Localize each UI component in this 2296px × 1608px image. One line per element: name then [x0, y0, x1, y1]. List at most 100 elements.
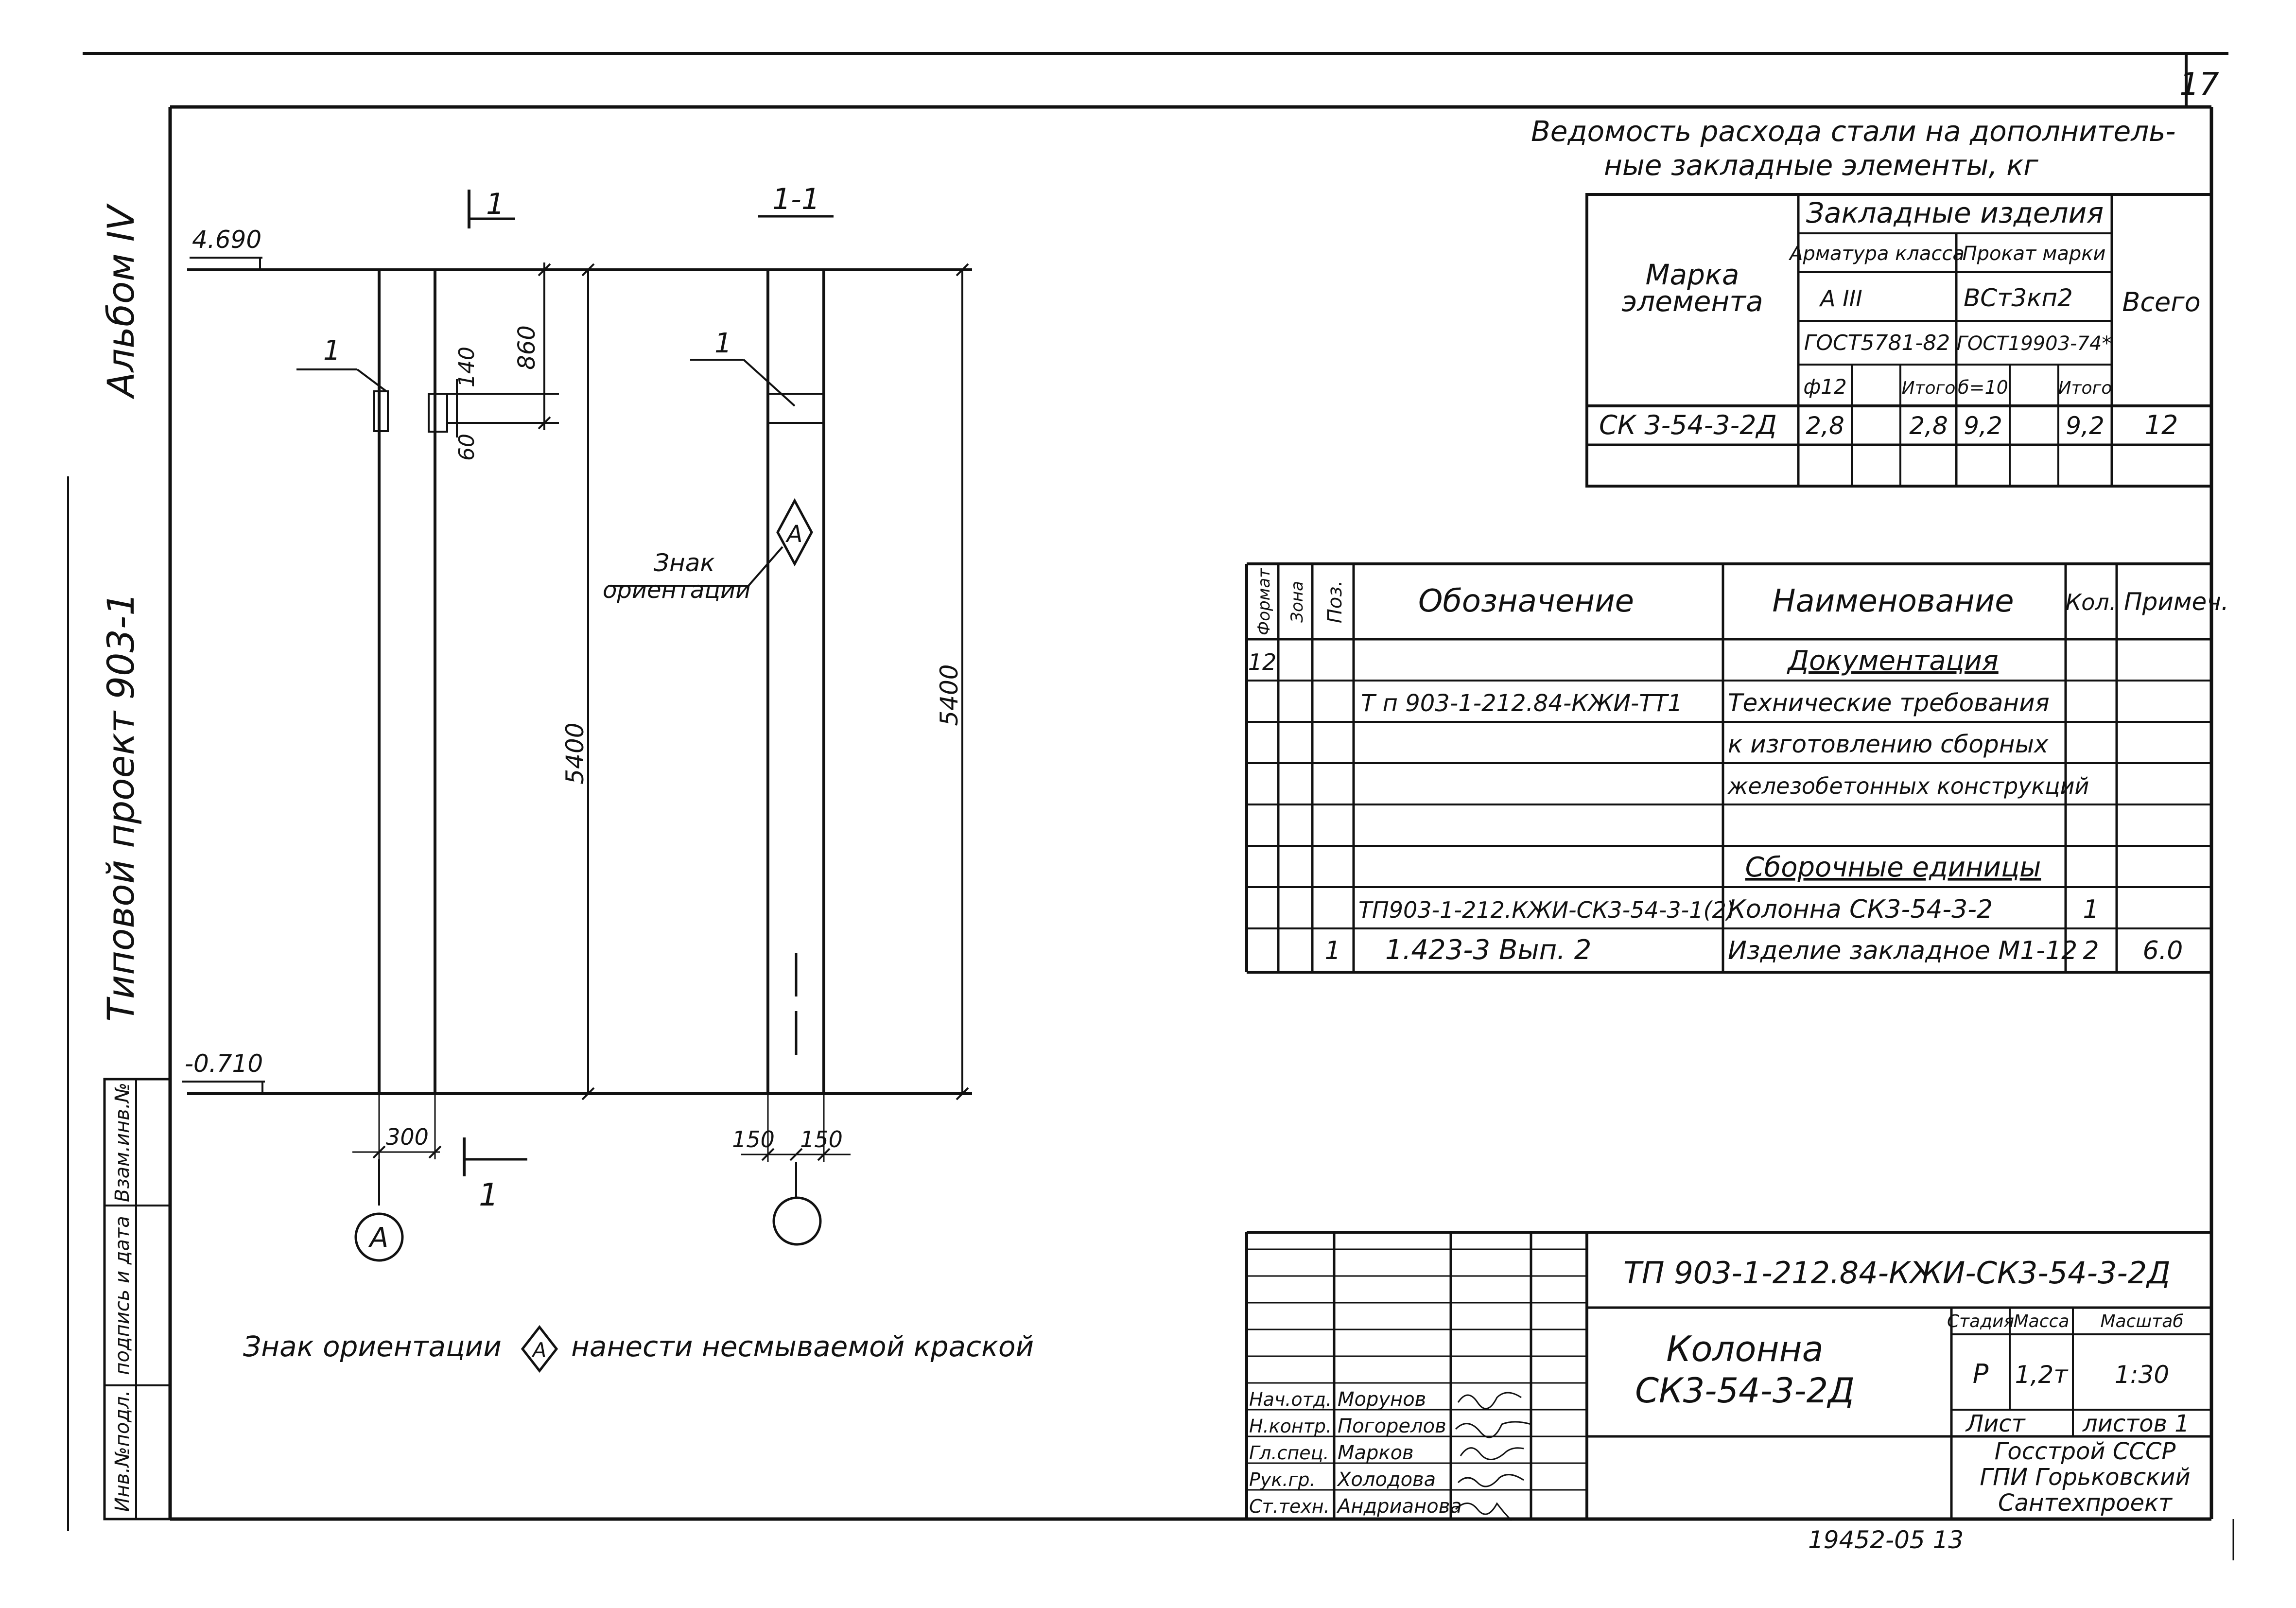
mass-value: 1,2т — [2015, 1361, 2069, 1389]
note-orientation-letter: А — [531, 1338, 547, 1362]
orientation-note: Знак ориентации А нанести несмываемой кр… — [243, 1325, 1034, 1373]
header-format: Формат — [1254, 568, 1274, 635]
dimension-60: 60 — [454, 434, 479, 461]
col-total: Всего — [2122, 287, 2200, 317]
header-pos: Поз. — [1324, 580, 1346, 624]
staff-role-chief: Гл.спец. — [1249, 1442, 1329, 1464]
section-title: 1-1 — [772, 182, 820, 216]
note-text-2: нанести несмываемой краской — [571, 1330, 1034, 1363]
dimension-150-left: 150 — [732, 1126, 775, 1153]
staff-role-norm: Н.контр. — [1249, 1416, 1332, 1437]
rebar-gost: ГОСТ5781-82 — [1804, 331, 1950, 355]
column-section-view: 1-1 1 А Знак ориентации 5400 150 150 — [603, 182, 970, 1246]
scale-value: 1:30 — [2115, 1361, 2169, 1389]
row-name-assemblies: Сборочные единицы — [1745, 852, 2041, 883]
column-elevation-view: 4.690 -0.710 1 860 140 60 5400 1 1 — [182, 187, 972, 1262]
title-name-1: Колонна — [1666, 1328, 1824, 1369]
steel-table-title-2: ные закладные элементы, кг — [1604, 149, 2038, 182]
col-sum2: Итого — [2058, 378, 2112, 398]
row-designation-embedded: 1.423-3 Вып. 2 — [1385, 934, 1591, 966]
axis-label-a: А — [368, 1222, 388, 1254]
elevation-bottom: -0.710 — [185, 1049, 263, 1078]
header-designation: Обозначение — [1418, 583, 1634, 619]
header-note: Примеч. — [2124, 588, 2229, 616]
row-qty-column: 1 — [2083, 895, 2099, 924]
specification-table: Формат Зона Поз. Обозначение Наименовани… — [1245, 562, 2229, 974]
staff-name-norm: Погорелов — [1338, 1415, 1446, 1437]
replacement-label: Взам.инв.№ — [111, 1083, 134, 1202]
axis-marker-a — [354, 1212, 404, 1262]
staff-name-head: Морунов — [1338, 1388, 1426, 1411]
handwritten-signatures — [1455, 1392, 1531, 1521]
header-name: Наименование — [1772, 583, 2014, 619]
orientation-label-1: Знак — [654, 549, 715, 577]
callout-1-front: 1 — [323, 335, 341, 367]
page-number: 17 — [2179, 67, 2219, 103]
row-name-manufacture: к изготовлению сборных — [1728, 730, 2049, 758]
note-orientation-mark — [521, 1325, 558, 1373]
sub-rolled: Прокат марки — [1963, 243, 2106, 265]
stage-value: Р — [1973, 1359, 1989, 1389]
header-stage: Стадия — [1947, 1311, 2014, 1331]
sub-rebar: Арматура класса — [1788, 243, 1965, 265]
dimension-5400-left: 5400 — [561, 722, 589, 784]
staff-role-group: Рук.гр. — [1249, 1469, 1316, 1490]
header-zone: Зона — [1287, 581, 1307, 623]
section-mark-top: 1 — [486, 187, 504, 221]
org-line-2: ГПИ Горьковский — [1980, 1464, 2190, 1491]
row-total: 12 — [2145, 410, 2178, 440]
embedded-plate-side — [373, 390, 389, 432]
orientation-mark — [776, 498, 813, 567]
archive-number: 19452-05 13 — [1808, 1526, 1964, 1554]
col-mark-2: элемента — [1621, 285, 1763, 318]
header-qty: Кол. — [2066, 589, 2117, 615]
dimension-140: 140 — [454, 347, 479, 387]
side-stamp: Инв.№подл. подпись и дата Взам.инв.№ — [103, 1078, 172, 1521]
orientation-mark-letter: А — [785, 521, 803, 548]
note-text-1: Знак ориентации — [243, 1330, 502, 1363]
steel-table-title-1: Ведомость расхода стали на дополнитель- — [1531, 115, 2175, 148]
row-designation-column: ТП903-1-212.КЖИ-СК3-54-3-1(2) — [1358, 897, 1735, 923]
project-label: Типовой проект 903-1 — [99, 592, 142, 1021]
rolled-grade: ВСт3кп2 — [1964, 284, 2073, 312]
dimension-150-right: 150 — [800, 1126, 843, 1153]
callout-1-section: 1 — [714, 328, 732, 359]
row-name-tech-req: Технические требования — [1728, 689, 2050, 717]
col-d12: ф12 — [1803, 375, 1846, 399]
dimension-860: 860 — [513, 325, 540, 370]
column-side — [766, 268, 825, 1095]
row-name-embedded: Изделие закладное М1-12 — [1728, 936, 2077, 965]
row-d12: 2,8 — [1806, 412, 1844, 440]
elevation-top: 4.690 — [192, 226, 261, 254]
row-pos-embedded: 1 — [1324, 936, 1340, 965]
row-name-structures: железобетонных конструкций — [1727, 773, 2089, 799]
signature-date-label: подпись и дата — [111, 1216, 134, 1375]
dimension-300: 300 — [386, 1124, 429, 1150]
row-format: 12 — [1248, 649, 1277, 675]
row-designation-tt1: Т п 903-1-212.84-КЖИ-ТТ1 — [1361, 690, 1682, 717]
axis-marker-blank — [772, 1196, 822, 1246]
staff-role-tech: Ст.техн. — [1249, 1496, 1330, 1517]
embedded-plate-front — [428, 393, 448, 433]
title-block: ТП 903-1-212.84-КЖИ-СК3-54-3-2Д Колонна … — [1245, 1231, 2211, 1521]
staff-role-head: Нач.отд. — [1249, 1389, 1332, 1410]
section-mark-bottom: 1 — [479, 1177, 499, 1213]
dimension-5400-right: 5400 — [935, 664, 963, 726]
staff-name-tech: Андрианова — [1336, 1495, 1462, 1518]
group-header: Закладные изделия — [1806, 196, 2104, 229]
row-qty-embedded: 2 — [2083, 936, 2099, 965]
org-line-3: Сантехпроект — [1998, 1489, 2173, 1517]
header-scale: Масштаб — [2100, 1311, 2183, 1331]
row-sum2: 9,2 — [2066, 412, 2105, 440]
inventory-label: Инв.№подл. — [111, 1390, 134, 1512]
header-mass: Масса — [2014, 1311, 2070, 1331]
row-note-embedded: 6.0 — [2143, 936, 2183, 965]
col-d10: б=10 — [1958, 377, 2008, 398]
staff-name-group: Холодова — [1337, 1468, 1436, 1491]
sheets-label: листов 1 — [2082, 1410, 2190, 1437]
row-sum1: 2,8 — [1909, 412, 1948, 440]
rolled-gost: ГОСТ19903-74* — [1957, 332, 2112, 355]
row-name-documentation: Документация — [1786, 645, 1998, 677]
col-sum1: Итого — [1902, 378, 1956, 398]
